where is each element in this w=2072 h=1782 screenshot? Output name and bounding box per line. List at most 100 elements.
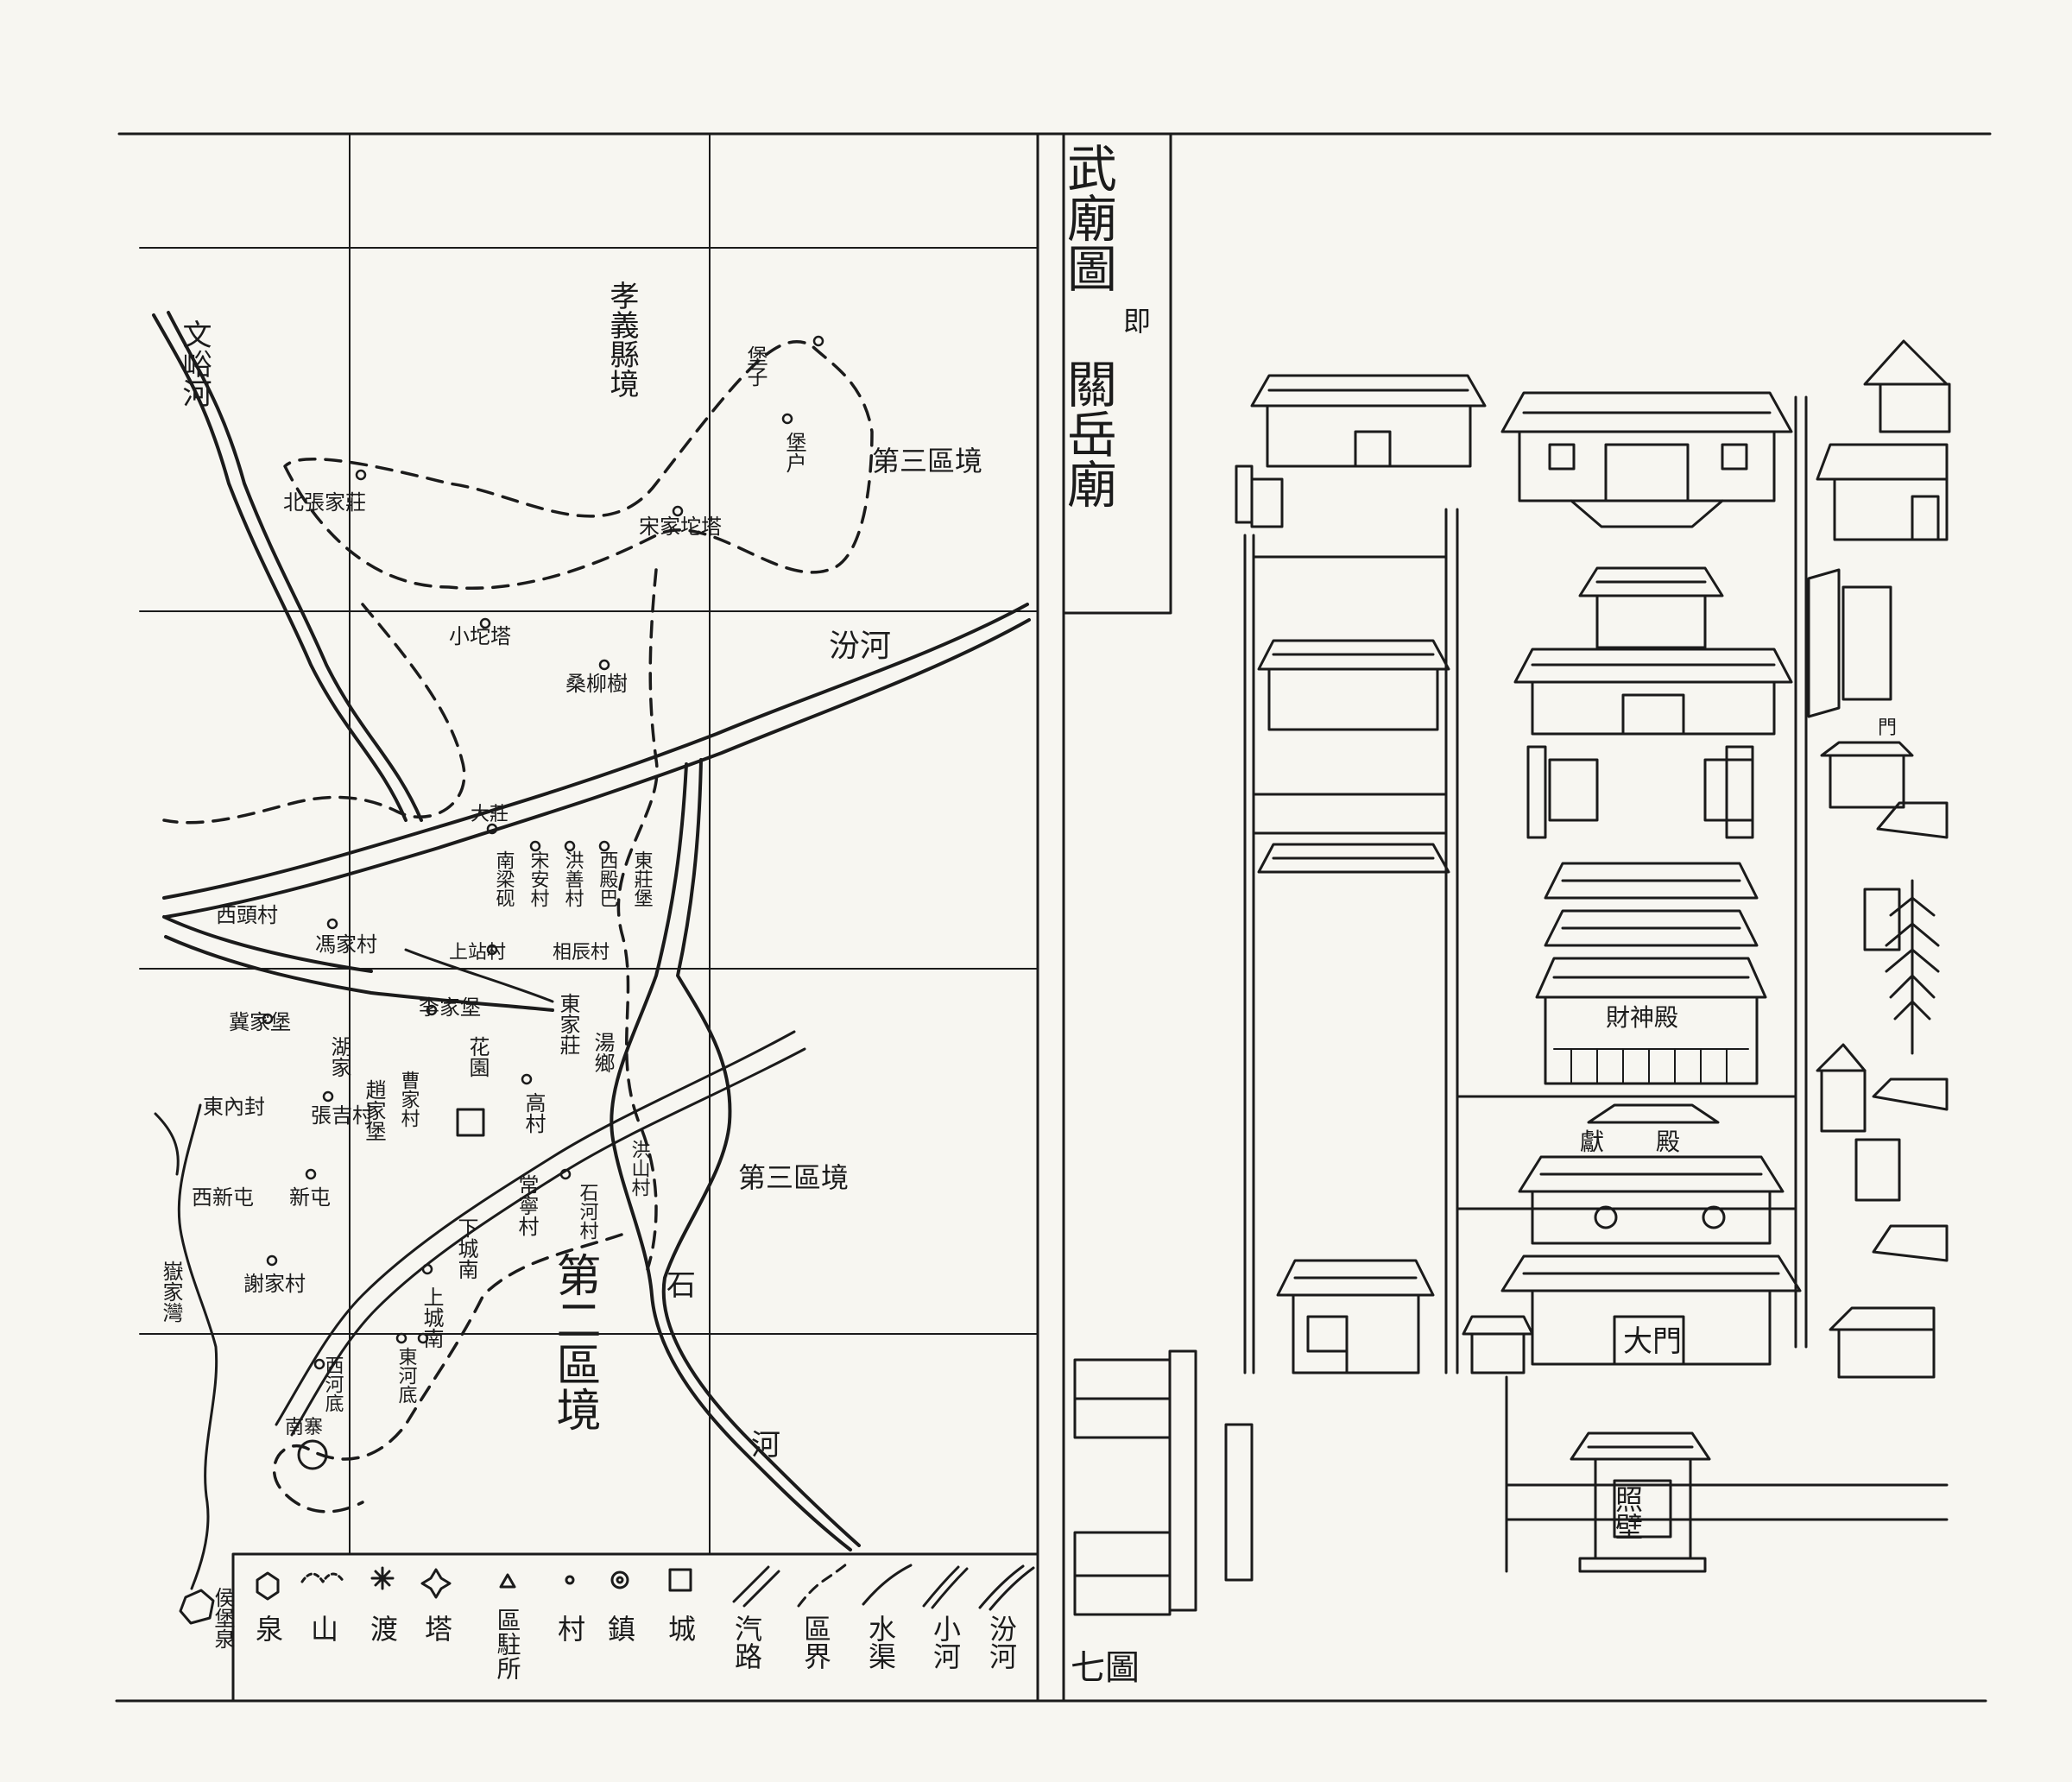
region-third-mid-label: 第三區境 bbox=[738, 1161, 849, 1194]
right-panel: 武廟圖 即 關岳廟 bbox=[1058, 132, 1951, 1688]
building-top-center bbox=[1500, 391, 1793, 528]
wenyu-river bbox=[152, 311, 423, 822]
shi-river bbox=[610, 758, 861, 1551]
place-label: 西河底 bbox=[322, 1355, 344, 1412]
tree bbox=[1885, 879, 1940, 1055]
place-label: 小坨塔 bbox=[449, 624, 511, 648]
village-markers bbox=[262, 335, 824, 1370]
label-xian-hall: 獻殿 bbox=[1580, 1128, 1732, 1156]
building-left-small bbox=[1235, 464, 1284, 528]
place-label: 常寧村 bbox=[515, 1174, 539, 1236]
place-label: 湯鄉 bbox=[591, 1032, 615, 1073]
region-xiaoyi-label: 孝義縣境 bbox=[604, 281, 639, 398]
building-side-halls bbox=[1526, 745, 1754, 839]
place-label: 下城南 bbox=[454, 1217, 478, 1280]
river-shi-label: 石 bbox=[666, 1268, 696, 1303]
place-label: 馮家村 bbox=[315, 932, 377, 957]
place-label: 南梁砚 bbox=[493, 850, 515, 907]
label-caishen-hall: 財神殿 bbox=[1606, 1003, 1678, 1032]
region-second-label: 第二區境 bbox=[548, 1252, 600, 1431]
place-label: 南寨 bbox=[285, 1417, 323, 1438]
place-label: 相辰村 bbox=[553, 942, 610, 964]
river-fen-label: 汾河 bbox=[829, 629, 891, 664]
place-label: 湖家 bbox=[327, 1036, 351, 1077]
town-markers bbox=[179, 1108, 485, 1625]
region-third-top-label: 第三區境 bbox=[872, 445, 982, 477]
place-label: 宋家坨塔 bbox=[639, 515, 722, 539]
legend-label: 塔 bbox=[420, 1615, 453, 1642]
legend-label: 村 bbox=[553, 1615, 586, 1642]
title-sub: 關岳廟 bbox=[1058, 358, 1117, 509]
building-center-upper bbox=[1513, 566, 1793, 736]
building-screen-wall bbox=[1570, 1431, 1711, 1573]
building-right-edge bbox=[1807, 339, 1951, 1379]
title-box: 武廟圖 即 關岳廟 bbox=[1058, 132, 1172, 615]
title-main: 武廟圖 bbox=[1058, 142, 1117, 293]
figure-number: 七圖 bbox=[1071, 1648, 1140, 1688]
building-main-gate bbox=[1462, 1254, 1802, 1374]
place-label: 石河村 bbox=[577, 1183, 599, 1240]
place-label: 西殿巴 bbox=[597, 850, 619, 907]
place-label: 大莊 bbox=[471, 804, 509, 825]
building-xian-hall bbox=[1518, 1103, 1785, 1245]
fen-river bbox=[162, 603, 1031, 1012]
page-frame bbox=[115, 132, 1992, 1703]
building-labels: 財神殿 獻殿 大門 照壁 門 bbox=[1580, 717, 1897, 1540]
place-label: 東河底 bbox=[395, 1347, 418, 1404]
place-label: 東莊堡 bbox=[631, 850, 654, 907]
legend-label: 鎮 bbox=[603, 1615, 636, 1642]
place-label: 冀家堡 bbox=[229, 1010, 291, 1034]
place-label: 洪山村 bbox=[629, 1140, 651, 1197]
place-label: 西頭村 bbox=[216, 903, 278, 927]
building-caishen-hall bbox=[1535, 862, 1767, 1085]
district-boundaries bbox=[162, 340, 874, 1513]
legend-label: 泉 bbox=[251, 1615, 284, 1642]
place-label: 洪善村 bbox=[562, 850, 584, 907]
place-label: 北張家莊 bbox=[283, 490, 366, 515]
legend-label: 小河 bbox=[929, 1615, 962, 1670]
label-main-gate: 大門 bbox=[1623, 1324, 1682, 1359]
place-label: 堡户 bbox=[782, 432, 806, 473]
place-label: 李家堡 bbox=[419, 995, 481, 1020]
temple-walls bbox=[1243, 395, 1949, 1573]
place-label: 侯堡泉 bbox=[211, 1587, 235, 1649]
left-map: 孝義縣境 第三區境 第三區境 第二區境 文峪河 汾河 河 石 堡子 堡户 北張家… bbox=[139, 133, 1039, 1703]
legend-label: 區界 bbox=[799, 1615, 832, 1670]
place-label: 曹家村 bbox=[398, 1071, 420, 1128]
legend: 泉 山 渡 塔 區駐所 村 鎮 城 汽路 區界 水渠 小河 汾河 bbox=[231, 1552, 1039, 1703]
place-label: 東內封 bbox=[203, 1095, 265, 1119]
place-label: 張吉村 bbox=[311, 1103, 373, 1128]
place-label: 嶽家灣 bbox=[159, 1261, 183, 1323]
place-label: 花園 bbox=[465, 1036, 490, 1077]
title-note: 即 bbox=[1119, 306, 1152, 334]
legend-label: 汾河 bbox=[985, 1615, 1018, 1670]
label-side-gate: 門 bbox=[1878, 717, 1897, 739]
building-lower-left bbox=[1276, 1259, 1435, 1374]
small-streams bbox=[154, 948, 554, 1590]
place-label: 宋安村 bbox=[527, 850, 550, 907]
place-label: 上站村 bbox=[449, 942, 506, 964]
map-labels: 孝義縣境 第三區境 第三區境 第二區境 文峪河 汾河 河 石 堡子 堡户 北張家… bbox=[159, 281, 982, 1649]
legend-label: 山 bbox=[306, 1615, 339, 1642]
place-label: 謝家村 bbox=[243, 1272, 306, 1296]
place-label: 高村 bbox=[521, 1092, 546, 1134]
place-label: 趙家堡 bbox=[362, 1079, 386, 1141]
river-wenyu-label: 文峪河 bbox=[177, 319, 212, 408]
map-grid bbox=[139, 133, 1039, 1555]
legend-label: 水渠 bbox=[864, 1615, 897, 1670]
place-label: 新屯 bbox=[289, 1185, 331, 1210]
river-south-label: 河 bbox=[751, 1428, 780, 1463]
legend-label: 渡 bbox=[366, 1615, 399, 1642]
place-label: 西新屯 bbox=[192, 1185, 254, 1210]
legend-label: 城 bbox=[664, 1615, 697, 1642]
label-screen-wall: 照壁 bbox=[1611, 1485, 1644, 1540]
legend-label: 汽路 bbox=[730, 1615, 763, 1670]
building-top-left bbox=[1250, 374, 1487, 468]
place-label: 東家莊 bbox=[556, 993, 580, 1055]
building-left-hall bbox=[1257, 639, 1450, 874]
place-label: 上城南 bbox=[420, 1286, 444, 1349]
place-label: 堡子 bbox=[743, 345, 768, 387]
legend-label: 區駐所 bbox=[494, 1608, 522, 1680]
